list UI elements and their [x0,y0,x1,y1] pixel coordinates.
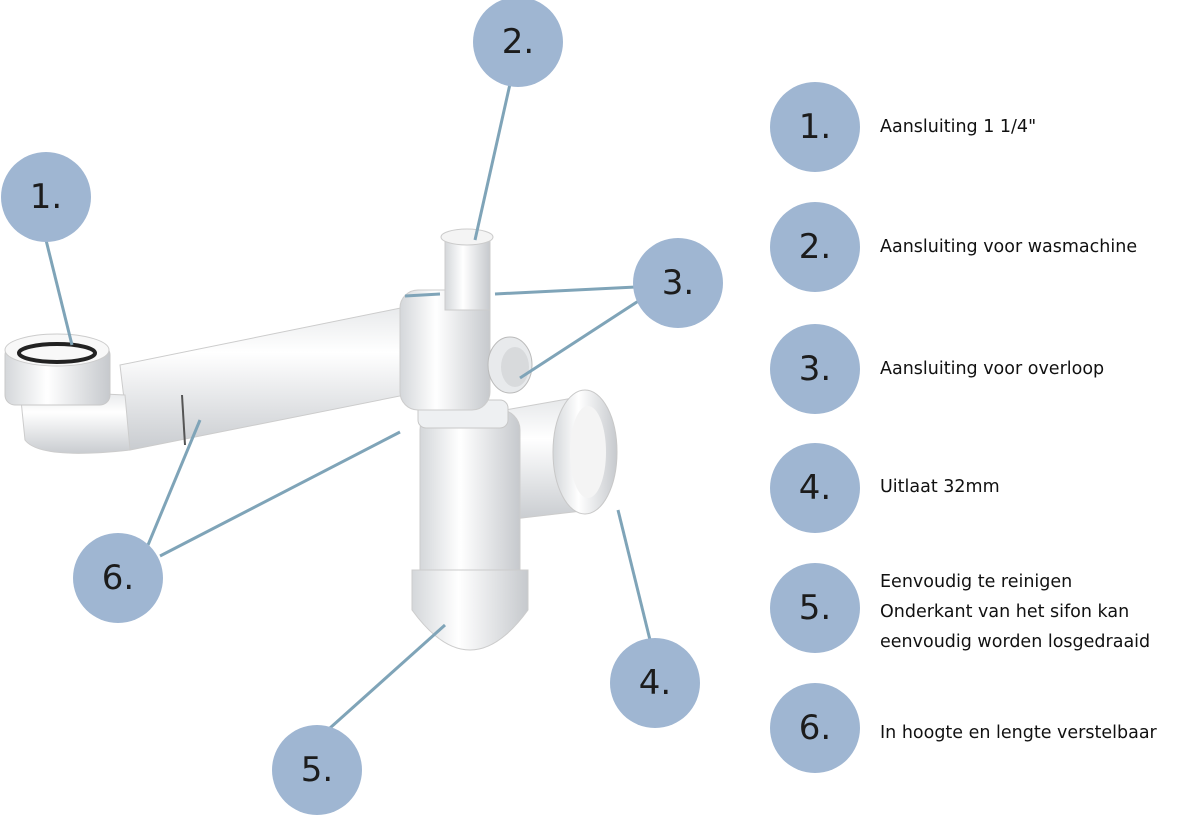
legend-badge-2: 2. [770,202,860,292]
legend-text-5: Eenvoudig te reinigen Onderkant van het … [880,567,1150,657]
leader-line-6b [159,430,401,558]
legend-text-4: Uitlaat 32mm [880,472,1000,502]
leader-line-2 [473,83,512,241]
legend-badge-1: 1. [770,82,860,172]
leader-lines [43,83,652,730]
callout-1: 1. [1,152,91,242]
callout-4: 4. [610,638,700,728]
legend-line: Uitlaat 32mm [880,477,1000,497]
callout-2: 2. [473,0,563,87]
legend-badge-4: 4. [770,443,860,533]
leader-line-3c [519,298,641,380]
legend-badge-6: 6. [770,683,860,773]
legend-text-1: Aansluiting 1 1/4" [880,112,1036,142]
legend-line: Aansluiting voor overloop [880,359,1105,379]
legend-text-2: Aansluiting voor wasmachine [880,232,1137,262]
callout-3: 3. [633,238,723,328]
leader-line-4 [616,509,652,641]
leader-line-6a [146,419,202,546]
legend-badge-3: 3. [770,324,860,414]
callout-5: 5. [272,725,362,815]
legend-badge-5: 5. [770,563,860,653]
leader-line-3a [404,292,441,298]
legend-line: Onderkant van het sifon kan [880,602,1130,622]
legend-line: Aansluiting voor wasmachine [880,237,1138,257]
legend-line: In hoogte en lengte verstelbaar [880,723,1157,743]
siphon-drawing [4,228,618,651]
legend-line: eenvoudig worden losgedraaid [880,632,1151,652]
legend-text-6: In hoogte en lengte verstelbaar [880,718,1157,748]
leader-line-3b [494,285,637,296]
legend-line: Eenvoudig te reinigen [880,572,1073,592]
leader-line-5 [328,623,447,730]
leader-line-1 [43,235,74,346]
legend-text-3: Aansluiting voor overloop [880,354,1104,384]
callout-6: 6. [73,533,163,623]
legend-line: Aansluiting 1 1/4" [880,117,1037,137]
